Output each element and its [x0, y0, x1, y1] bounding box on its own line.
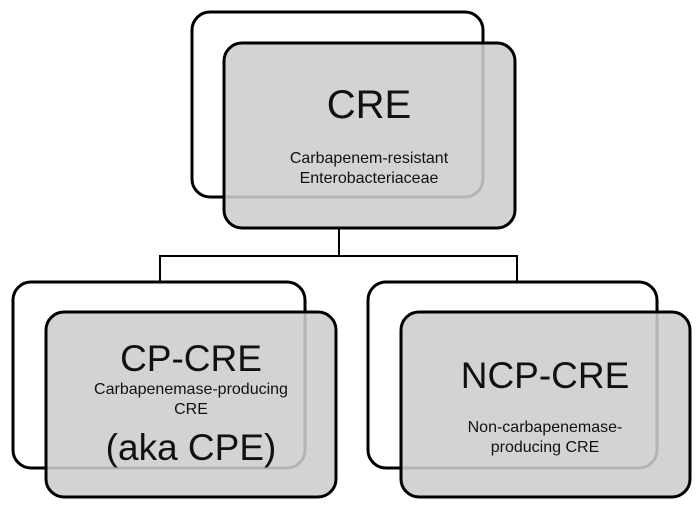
node-ncp-cre-subtitle-1: Non-carbapenemase-: [468, 419, 623, 436]
node-ncp-cre-subtitle-2: producing CRE: [491, 439, 600, 456]
node-ncp-cre: NCP-CRE Non-carbapenemase- producing CRE: [366, 280, 692, 499]
node-ncp-cre-front-card: [399, 310, 692, 499]
node-ncp-cre-title: NCP-CRE: [461, 355, 630, 396]
node-cre: CRE Carbapenem-resistant Enterobacteriac…: [190, 10, 517, 230]
node-cre-subtitle-2: Enterobacteriaceae: [300, 170, 439, 187]
node-cre-subtitle-1: Carbapenem-resistant: [290, 150, 449, 167]
node-cp-cre: CP-CRE Carbapenemase-producing CRE (aka …: [11, 280, 338, 499]
node-cre-title: CRE: [327, 83, 411, 127]
node-cp-cre-title: CP-CRE: [120, 338, 262, 379]
node-cp-cre-subtitle-2: CRE: [174, 401, 208, 418]
node-cre-front-card: [222, 41, 517, 230]
connectors: [159, 228, 518, 283]
node-cp-cre-note: (aka CPE): [106, 427, 277, 468]
node-cp-cre-front-card: [44, 310, 338, 499]
node-cp-cre-subtitle-1: Carbapenemase-producing: [94, 381, 288, 398]
